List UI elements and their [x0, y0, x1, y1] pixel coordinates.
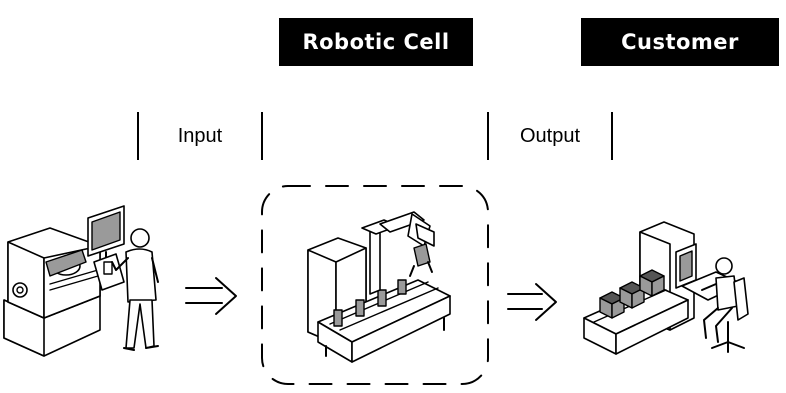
customer-label: Customer [581, 18, 779, 66]
robotic-cell-label: Robotic Cell [279, 18, 473, 66]
customer-workstation-icon [583, 221, 749, 355]
input-label: Input [137, 112, 263, 160]
arrow-right-icon [185, 277, 237, 315]
robotic-cell-icon [307, 211, 451, 363]
robotic-cell-boundary [261, 185, 489, 385]
cnc-machine-operator-icon [3, 205, 159, 357]
arrow-right-icon [507, 283, 557, 321]
output-label: Output [487, 112, 613, 160]
